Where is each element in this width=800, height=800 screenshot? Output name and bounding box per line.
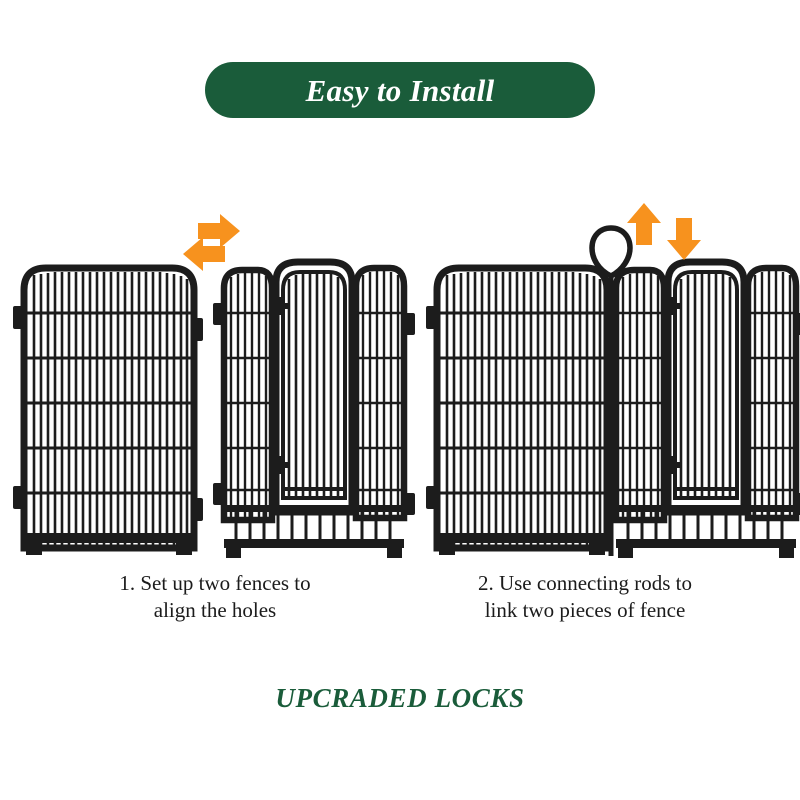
hinge-tab <box>213 483 224 505</box>
fence-foot <box>589 543 605 555</box>
step2-right-fence-group <box>612 258 800 558</box>
step2-left-fence-panel <box>426 264 616 555</box>
fence-foot <box>618 548 633 558</box>
door-latch-lower <box>272 456 289 474</box>
fence-foot <box>26 543 42 555</box>
step2-arrow-down <box>667 218 701 260</box>
hinge-tab <box>213 303 224 325</box>
hinge-tab <box>796 313 800 335</box>
hinge-tab <box>404 493 415 515</box>
step1-right-fence-group <box>213 258 415 558</box>
fence-foot <box>779 548 794 558</box>
hinge-tab <box>426 306 438 329</box>
hinge-tab <box>191 318 203 341</box>
hinge-tab <box>191 498 203 521</box>
step1-arrow-left <box>183 237 225 271</box>
step2-arrow-up <box>627 203 661 245</box>
hinge-tab <box>404 313 415 335</box>
step-1-caption-line-2: align the holes <box>153 598 277 622</box>
hinge-tab <box>13 486 25 509</box>
door-latch-upper <box>272 297 289 315</box>
footer-headline: UPCRADED LOCKS <box>275 683 525 713</box>
step1-left-fence-panel <box>13 264 203 555</box>
step-2-caption: 2. Use connecting rods to link two piece… <box>400 570 770 624</box>
hinge-tab <box>13 306 25 329</box>
fence-foot <box>226 548 241 558</box>
step1-arrow-right <box>198 214 240 248</box>
step-1-caption: 1. Set up two fences to align the holes <box>30 570 400 624</box>
fence-foot <box>439 543 455 555</box>
fence-foot <box>387 548 402 558</box>
step-1-caption-line-1: 1. Set up two fences to <box>119 571 311 595</box>
page-title: Easy to Install <box>305 72 495 108</box>
door-latch-upper <box>664 297 681 315</box>
door-latch-lower <box>664 456 681 474</box>
hinge-tab <box>426 486 438 509</box>
header-banner: Easy to Install <box>205 62 595 118</box>
step-2-caption-line-1: 2. Use connecting rods to <box>477 571 693 595</box>
fence-foot <box>176 543 192 555</box>
hinge-tab <box>796 493 800 515</box>
step-2-caption-line-2: link two pieces of fence <box>484 598 686 622</box>
connecting-rod-icon <box>589 225 633 556</box>
